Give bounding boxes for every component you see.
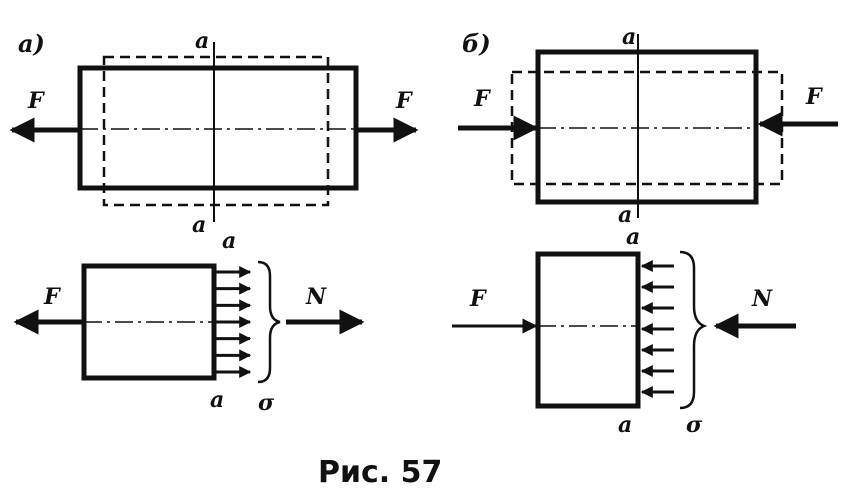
panel-b-section-label-top: a — [622, 24, 636, 50]
panel-a-stress-label: σ — [258, 390, 275, 416]
panel-a-cut-force-label: F — [43, 284, 61, 310]
panel-a-section-label-bottom: a — [192, 212, 206, 238]
panel-b-cut-outline — [535, 251, 641, 409]
panel-b-stress-brace — [679, 250, 708, 410]
panel-a-stress-brace — [257, 260, 281, 384]
panel-a-section-label-top: a — [195, 28, 209, 54]
panel-a-force-label-right: F — [395, 88, 413, 114]
panel-b-bar-outline — [535, 49, 759, 205]
panel-b-force-label-left: F — [473, 86, 491, 112]
panel-a-deformed-outline — [102, 55, 330, 207]
panel-a-tension: а) a a F F — [9, 28, 419, 238]
panel-b-stress-label: σ — [686, 412, 703, 438]
panel-a-cut-section-bottom: a — [210, 387, 224, 413]
panel-b-cut-part: a a F σ N — [452, 224, 796, 438]
panel-a-resultant-label: N — [305, 284, 327, 310]
panel-b-compression: б) a a F F — [458, 24, 838, 228]
figure-caption: Рис. 57 — [318, 455, 442, 490]
panel-a-cut-section-top: a — [222, 228, 236, 254]
panel-a-force-label-left: F — [27, 88, 45, 114]
panel-b-cut-section-top: a — [626, 224, 640, 250]
panel-b-cut-section-bottom: a — [618, 412, 632, 438]
panel-b-section-label-bottom: a — [618, 202, 632, 228]
panel-a-cut-part: a a F σ N — [13, 228, 365, 416]
panel-a-bar-outline — [77, 65, 359, 191]
panel-b-force-label-right: F — [805, 84, 823, 110]
panel-a-stress-arrows — [216, 266, 252, 378]
panel-b-cut-force-label: F — [469, 286, 487, 312]
panel-b-tag: б) — [462, 29, 491, 58]
panel-b-stress-arrows — [640, 260, 674, 398]
panel-b-resultant-label: N — [751, 286, 773, 312]
panel-a-tag: а) — [18, 29, 45, 58]
